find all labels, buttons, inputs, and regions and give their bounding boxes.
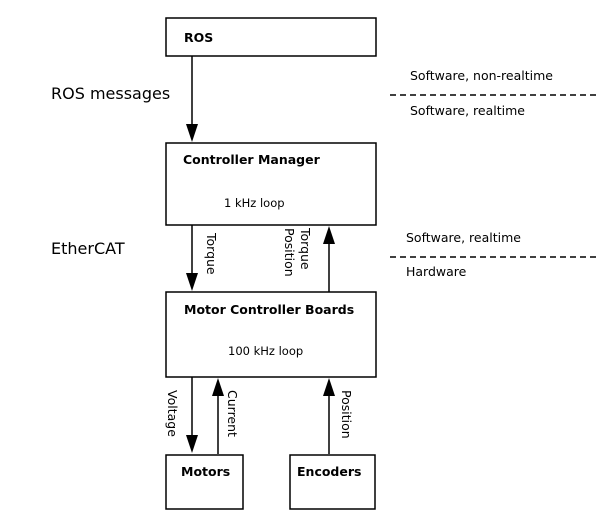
encoders-box-title: Encoders xyxy=(297,464,361,479)
torque-position-up-label-line1: Torque xyxy=(298,227,313,270)
zone-software-realtime-lower-label: Software, realtime xyxy=(406,230,521,245)
voltage-label: Voltage xyxy=(165,390,180,437)
encoders-box: Encoders xyxy=(289,454,376,510)
position-label: Position xyxy=(339,390,354,439)
motor-controller-boards-box: Motor Controller Boards 100 kHz loop xyxy=(165,291,377,378)
zone-hardware-label: Hardware xyxy=(406,264,467,279)
motor-controller-boards-title: Motor Controller Boards xyxy=(184,302,354,317)
position-arrow xyxy=(323,378,335,454)
controller-manager-subtitle: 1 kHz loop xyxy=(224,196,285,210)
current-label: Current xyxy=(225,390,240,437)
torque-down-arrow xyxy=(186,225,198,291)
controller-manager-title: Controller Manager xyxy=(183,152,321,167)
ros-to-controller-arrow xyxy=(186,56,198,142)
motor-controller-boards-subtitle: 100 kHz loop xyxy=(228,344,303,358)
torque-position-up-label-line2: Position xyxy=(282,228,297,277)
ros-box-title: ROS xyxy=(184,30,213,45)
ethercat-label: EtherCAT xyxy=(51,239,125,258)
zone-software-nonrealtime-label: Software, non-realtime xyxy=(410,68,553,83)
controller-manager-box: Controller Manager 1 kHz loop xyxy=(165,142,377,226)
motors-box-title: Motors xyxy=(181,464,230,479)
motors-box: Motors xyxy=(165,454,244,510)
ros-box: ROS xyxy=(165,17,377,57)
zone-software-realtime-upper-label: Software, realtime xyxy=(410,103,525,118)
ros-messages-label: ROS messages xyxy=(51,84,170,103)
torque-position-up-arrow xyxy=(323,226,335,292)
voltage-arrow xyxy=(186,377,198,453)
torque-down-label: Torque xyxy=(204,232,219,275)
current-arrow xyxy=(212,378,224,454)
